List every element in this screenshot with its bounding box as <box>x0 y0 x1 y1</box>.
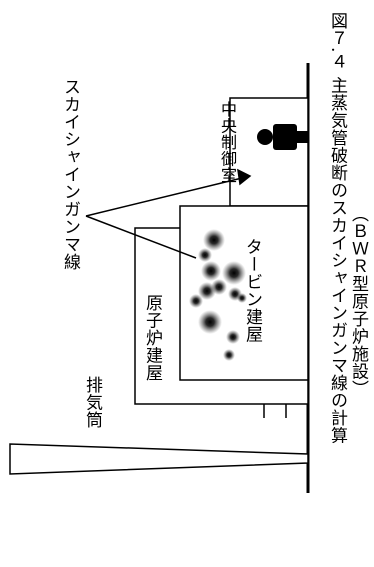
exhaust-stack <box>9 443 309 475</box>
reactor-building-label: 原子炉建屋 <box>142 294 162 382</box>
figure-subcaption: （ＢＷＲ型原子炉施設） <box>348 205 368 398</box>
pipe-connector <box>263 404 287 418</box>
steam-cloud <box>189 229 247 361</box>
control-room-label: 中央制御室 <box>218 101 237 184</box>
figure-caption: 図７.４ 主蒸気管破断のスカイシャインガンマ線の計算 <box>327 12 347 444</box>
skyshine-label: スカイシャインガンマ線 <box>60 78 80 271</box>
skyshine-arrows <box>85 168 252 259</box>
turbine-building-label: タービン建屋 <box>242 238 262 343</box>
control-room-building <box>229 97 309 207</box>
operator-person-icon <box>257 124 308 150</box>
stack-label: 排気筒 <box>82 376 102 429</box>
